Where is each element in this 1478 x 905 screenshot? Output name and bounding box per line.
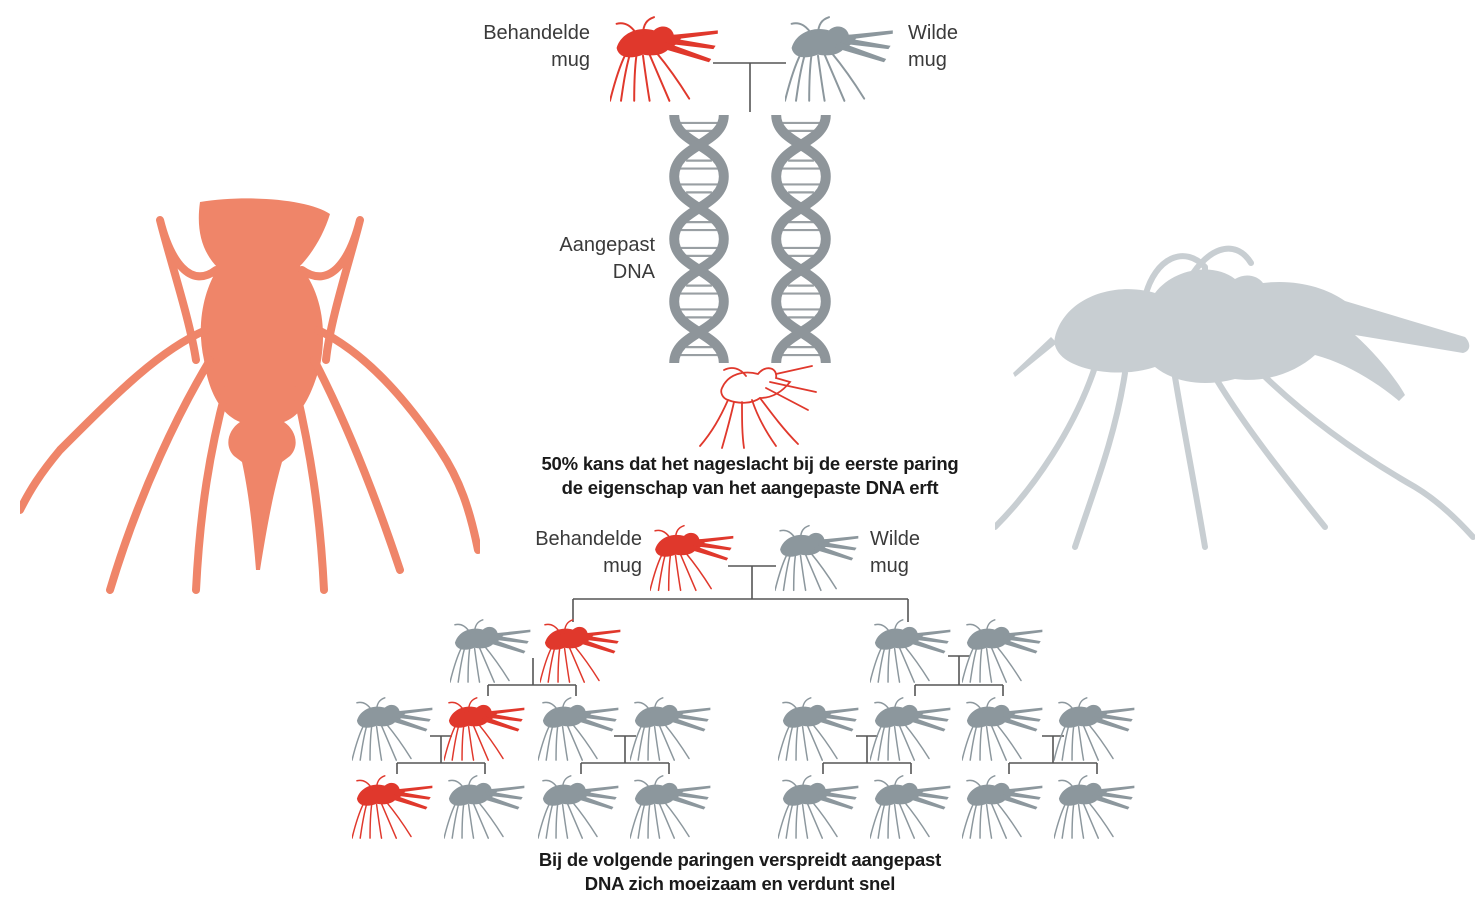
label-line: Wilde	[908, 20, 1028, 47]
wild-mosquito-icon	[352, 698, 432, 760]
dna-helix-wild	[776, 115, 826, 363]
first-mating-caption: 50% kans dat het nageslacht bij de eerst…	[450, 452, 1050, 500]
wild-mosquito-icon	[962, 698, 1042, 760]
wild-mosquito-icon	[785, 17, 893, 101]
wild-mosquito-icon	[630, 698, 710, 760]
wild-mosquito-icon	[870, 620, 950, 682]
label-line: Wilde	[870, 526, 990, 553]
top-treated-label: Behandelde mug	[440, 20, 590, 74]
large-treated-mosquito-icon	[20, 198, 478, 590]
wild-mosquito-icon	[450, 620, 530, 682]
treated-mosquito-icon	[540, 620, 620, 682]
wild-mosquito-icon	[538, 698, 618, 760]
label-line: mug	[440, 47, 590, 74]
wild-mosquito-icon	[444, 776, 524, 838]
dna-label: Aangepast DNA	[520, 232, 655, 286]
caption-line: Bij de volgende paringen verspreidt aang…	[440, 848, 1040, 872]
wild-mosquito-icon	[778, 698, 858, 760]
wild-mosquito-icon	[962, 776, 1042, 838]
label-line: mug	[492, 553, 642, 580]
label-line: Behandelde	[492, 526, 642, 553]
label-line: mug	[870, 553, 990, 580]
wild-mosquito-icon	[538, 776, 618, 838]
wild-mosquito-icon	[1054, 776, 1134, 838]
dna-helix-modified	[674, 115, 724, 363]
label-line: DNA	[520, 259, 655, 286]
wild-mosquito-icon	[962, 620, 1042, 682]
treated-mosquito-icon	[444, 698, 524, 760]
wild-mosquito-icon	[1054, 698, 1134, 760]
large-wild-mosquito-icon	[995, 249, 1473, 547]
caption-line: 50% kans dat het nageslacht bij de eerst…	[450, 452, 1050, 476]
label-line: mug	[908, 47, 1028, 74]
label-line: Aangepast	[520, 232, 655, 259]
caption-line: de eigenschap van het aangepaste DNA erf…	[450, 476, 1050, 500]
treated-mosquito-icon	[650, 526, 733, 591]
wild-mosquito-icon	[775, 526, 858, 591]
top-wild-label: Wilde mug	[908, 20, 1028, 74]
top-mating-connector	[713, 63, 786, 112]
offspring-outline-mosquito-icon	[700, 366, 816, 448]
following-matings-caption: Bij de volgende paringen verspreidt aang…	[440, 848, 1040, 896]
mid-treated-label: Behandelde mug	[492, 526, 642, 580]
caption-line: DNA zich moeizaam en verdunt snel	[440, 872, 1040, 896]
mid-wild-label: Wilde mug	[870, 526, 990, 580]
wild-mosquito-icon	[870, 776, 950, 838]
wild-mosquito-icon	[778, 776, 858, 838]
wild-mosquito-icon	[630, 776, 710, 838]
treated-mosquito-icon	[610, 17, 718, 101]
wild-mosquito-icon	[870, 698, 950, 760]
label-line: Behandelde	[440, 20, 590, 47]
treated-mosquito-icon	[352, 776, 432, 838]
